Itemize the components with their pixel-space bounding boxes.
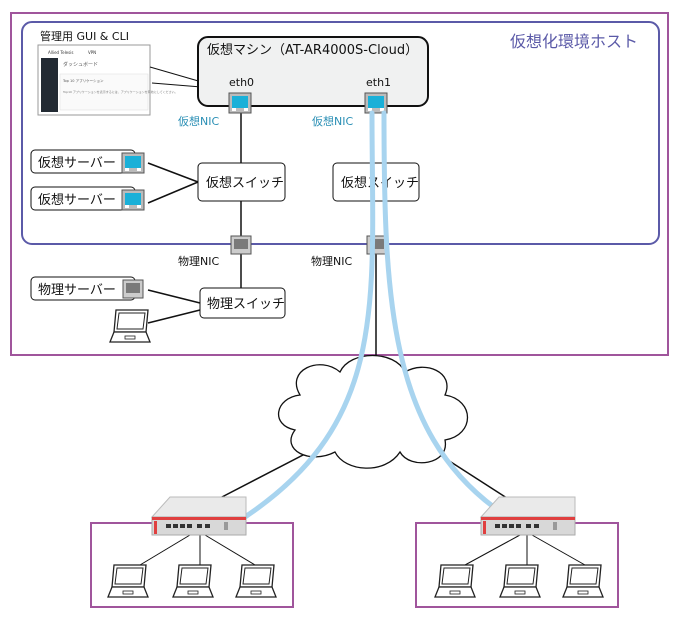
laptop-icon	[434, 564, 476, 598]
virtualization-host-boundary	[21, 21, 660, 245]
virtual-server-nic-icon	[121, 152, 145, 174]
svg-text:ダッシュボード: ダッシュボード	[63, 61, 98, 68]
eth1-nic-icon	[364, 92, 388, 114]
virtual-switch-0	[197, 162, 286, 202]
svg-text:仮想サーバー: 仮想サーバー	[38, 155, 116, 171]
physical-switch	[199, 287, 286, 319]
svg-text:Top 10 アプリケーション: Top 10 アプリケーション	[62, 78, 104, 83]
physical-server-nic-icon	[122, 279, 144, 299]
eth0-label: eth0	[229, 76, 254, 89]
virtual-server-nic-icon	[121, 189, 145, 211]
management-label: 管理用 GUI & CLI	[40, 29, 129, 43]
virtual-nic-label-1: 仮想NIC	[312, 114, 353, 128]
svg-text:仮想スイッチ: 仮想スイッチ	[341, 175, 419, 191]
laptop-icon	[235, 564, 277, 598]
vm-title: 仮想マシン（AT-AR4000S-Cloud）	[207, 42, 418, 58]
physical-nic-label-0: 物理NIC	[178, 254, 219, 268]
virtual-machine	[197, 36, 429, 107]
laptop-icon	[499, 564, 541, 598]
svg-text:仮想スイッチ: 仮想スイッチ	[206, 175, 284, 191]
physical-nic-label-1: 物理NIC	[311, 254, 352, 268]
host-label: 仮想化環境ホスト	[510, 32, 638, 51]
svg-text:Allied Telesis: Allied Telesis	[48, 50, 73, 55]
laptop-icon	[109, 309, 151, 343]
laptop-icon	[107, 564, 149, 598]
router-right-icon	[480, 496, 576, 536]
laptop-icon	[562, 564, 604, 598]
physical-host-boundary	[10, 12, 669, 356]
svg-text:物理サーバー: 物理サーバー	[38, 283, 116, 298]
physical-nic-icon-0	[230, 235, 252, 255]
laptop-icon	[172, 564, 214, 598]
virtual-switch-1	[332, 162, 420, 202]
svg-text:物理スイッチ: 物理スイッチ	[207, 297, 285, 312]
eth0-nic-icon	[228, 92, 252, 114]
svg-text:VPN: VPN	[88, 50, 96, 55]
vpn-tunnels	[242, 110, 498, 520]
management-gui-thumbnail: Allied Telesis VPN ダッシュボード Top 10 アプリケーシ…	[37, 44, 178, 116]
router-left-icon	[151, 496, 247, 536]
svg-text:Top10 アプリケーションを表示するには、アプリケーション: Top10 アプリケーションを表示するには、アプリケーションを有効にしてください…	[62, 89, 178, 94]
eth1-label: eth1	[366, 76, 391, 89]
svg-text:仮想サーバー: 仮想サーバー	[38, 192, 116, 208]
virtual-nic-label-0: 仮想NIC	[178, 114, 219, 128]
